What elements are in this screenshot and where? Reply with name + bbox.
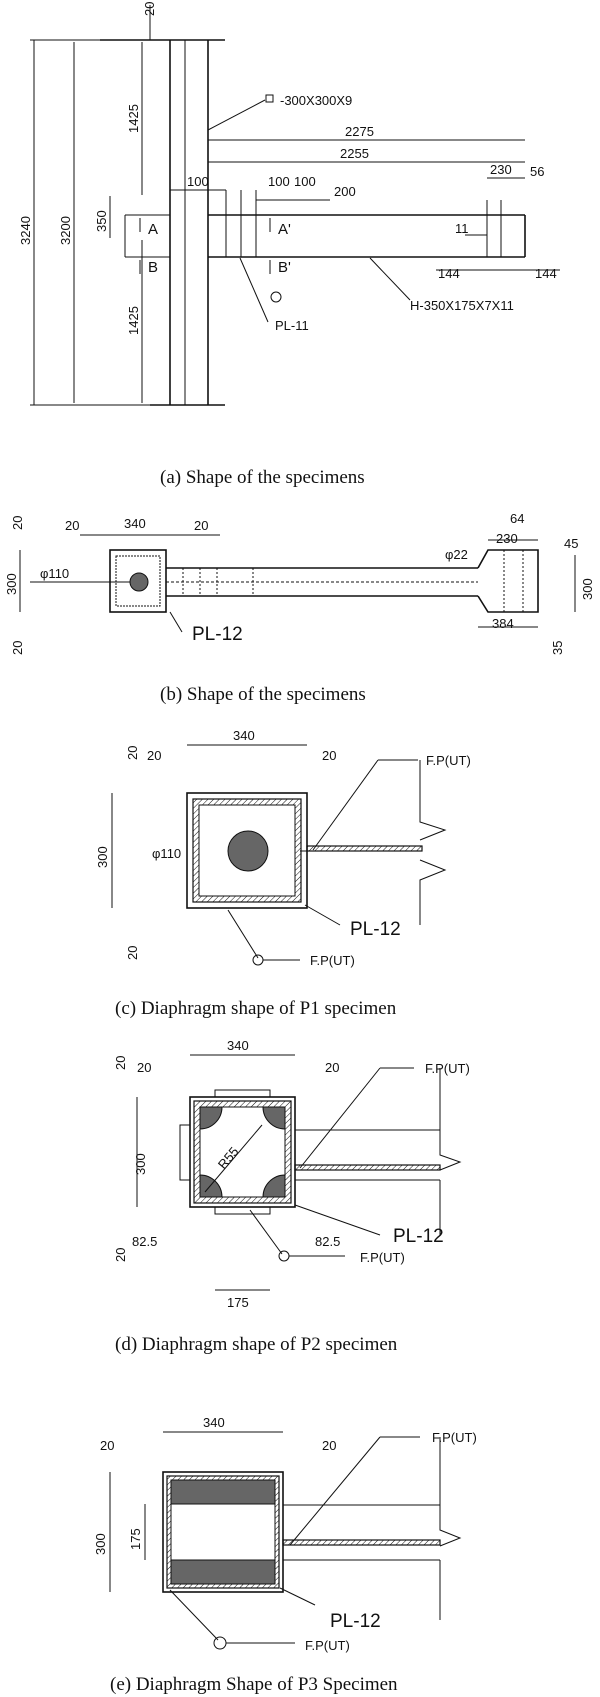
section-b: B (148, 259, 158, 276)
caption-d: (d) Diaphragm shape of P2 specimen (115, 1334, 398, 1355)
dim-b-340: 340 (124, 516, 146, 531)
caption-b: (b) Shape of the specimens (160, 684, 366, 705)
dim-c-340: 340 (233, 728, 255, 743)
weld-c-bottom: F.P(UT) (310, 953, 355, 968)
plate-label-e: PL-12 (330, 1611, 381, 1632)
dim-upper: 1425 (126, 104, 141, 133)
dim-d-82b: 82.5 (315, 1234, 340, 1249)
dim-d-20c: 20 (113, 1056, 128, 1070)
caption-e: (e) Diaphragm Shape of P3 Specimen (110, 1674, 398, 1695)
figure-e: 340 20 20 300 175 F.P(UT) F.P(UT) PL-12 (93, 1415, 477, 1653)
dim-100c: 100 (294, 174, 316, 189)
dim-e-20a: 20 (100, 1438, 114, 1453)
weld-d-top: F.P(UT) (425, 1061, 470, 1076)
dim-d-175: 175 (227, 1295, 249, 1310)
caption-c: (c) Diaphragm shape of P1 specimen (115, 998, 397, 1019)
dim-b-384: 384 (492, 616, 514, 631)
dim-d-20a: 20 (137, 1060, 151, 1075)
plate-label-b: PL-12 (192, 624, 243, 645)
dim-b-20b: 20 (194, 518, 208, 533)
figure-d: 340 20 20 20 300 20 R55 82.5 82.5 175 F.… (113, 1038, 470, 1310)
plate-label-a: PL-11 (275, 318, 309, 333)
dim-span2: 2255 (340, 146, 369, 161)
dim-e-20b: 20 (322, 1438, 336, 1453)
weld-d-bottom: F.P(UT) (360, 1250, 405, 1265)
dim-b-45: 45 (564, 536, 578, 551)
figure-b: 20 340 20 20 300 20 φ110 64 230 45 φ22 3… (4, 511, 595, 655)
dim-lower: 1425 (126, 306, 141, 335)
column-label: -300X300X9 (280, 93, 352, 108)
dim-100a: 100 (187, 174, 209, 189)
section-b-prime: B' (278, 259, 291, 276)
dim-inner-height: 3200 (58, 216, 73, 245)
dim-depth: 350 (94, 210, 109, 232)
dim-144b: 144 (535, 266, 557, 281)
dim-total-height: 3240 (18, 216, 33, 245)
dim-d-300: 300 (133, 1153, 148, 1175)
dim-b-300r: 300 (580, 578, 595, 600)
beam-label: H-350X175X7X11 (410, 298, 514, 313)
dim-d-340: 340 (227, 1038, 249, 1053)
dim-11: 11 (455, 221, 469, 236)
caption-a: (a) Shape of the specimens (160, 467, 365, 488)
dim-c-300: 300 (95, 846, 110, 868)
dim-span1: 2275 (345, 124, 374, 139)
dim-e-175: 175 (128, 1528, 143, 1550)
dim-c-20c: 20 (125, 746, 140, 760)
dim-c-20b: 20 (322, 748, 336, 763)
dim-b-230: 230 (496, 531, 518, 546)
dim-b-20c: 20 (10, 516, 25, 530)
dim-b-64: 64 (510, 511, 524, 526)
dim-c-20d: 20 (125, 946, 140, 960)
dim-b-phi22: φ22 (445, 547, 468, 562)
dim-b-20a: 20 (65, 518, 79, 533)
dim-d-82a: 82.5 (132, 1234, 157, 1249)
section-a-prime: A' (278, 221, 291, 238)
weld-e-bottom: F.P(UT) (305, 1638, 350, 1653)
dim-d-20d: 20 (113, 1248, 128, 1262)
weld-c-top: F.P(UT) (426, 753, 471, 768)
dim-e-300: 300 (93, 1533, 108, 1555)
dim-c-20a: 20 (147, 748, 161, 763)
dim-b-20d: 20 (10, 641, 25, 655)
dim-100b: 100 (268, 174, 290, 189)
dim-c-phi110: φ110 (152, 846, 181, 861)
dim-230: 230 (490, 162, 512, 177)
figure-c: 340 20 20 20 300 20 φ110 F.P(UT) F.P(UT)… (95, 728, 471, 968)
dim-top: 20 (142, 2, 157, 16)
dim-56: 56 (530, 164, 544, 179)
dim-b-phi110: φ110 (40, 566, 69, 581)
dim-200: 200 (334, 184, 356, 199)
dim-144a: 144 (438, 266, 460, 281)
dim-b-300: 300 (4, 573, 19, 595)
figure-a: 20 3240 3200 1425 1425 350 A A' B B' (18, 2, 560, 406)
dim-b-35: 35 (550, 641, 565, 655)
weld-e-top: F.P(UT) (432, 1430, 477, 1445)
dim-d-20b: 20 (325, 1060, 339, 1075)
plate-label-c: PL-12 (350, 919, 401, 940)
section-a: A (148, 221, 158, 238)
dim-e-340: 340 (203, 1415, 225, 1430)
plate-label-d: PL-12 (393, 1226, 444, 1247)
